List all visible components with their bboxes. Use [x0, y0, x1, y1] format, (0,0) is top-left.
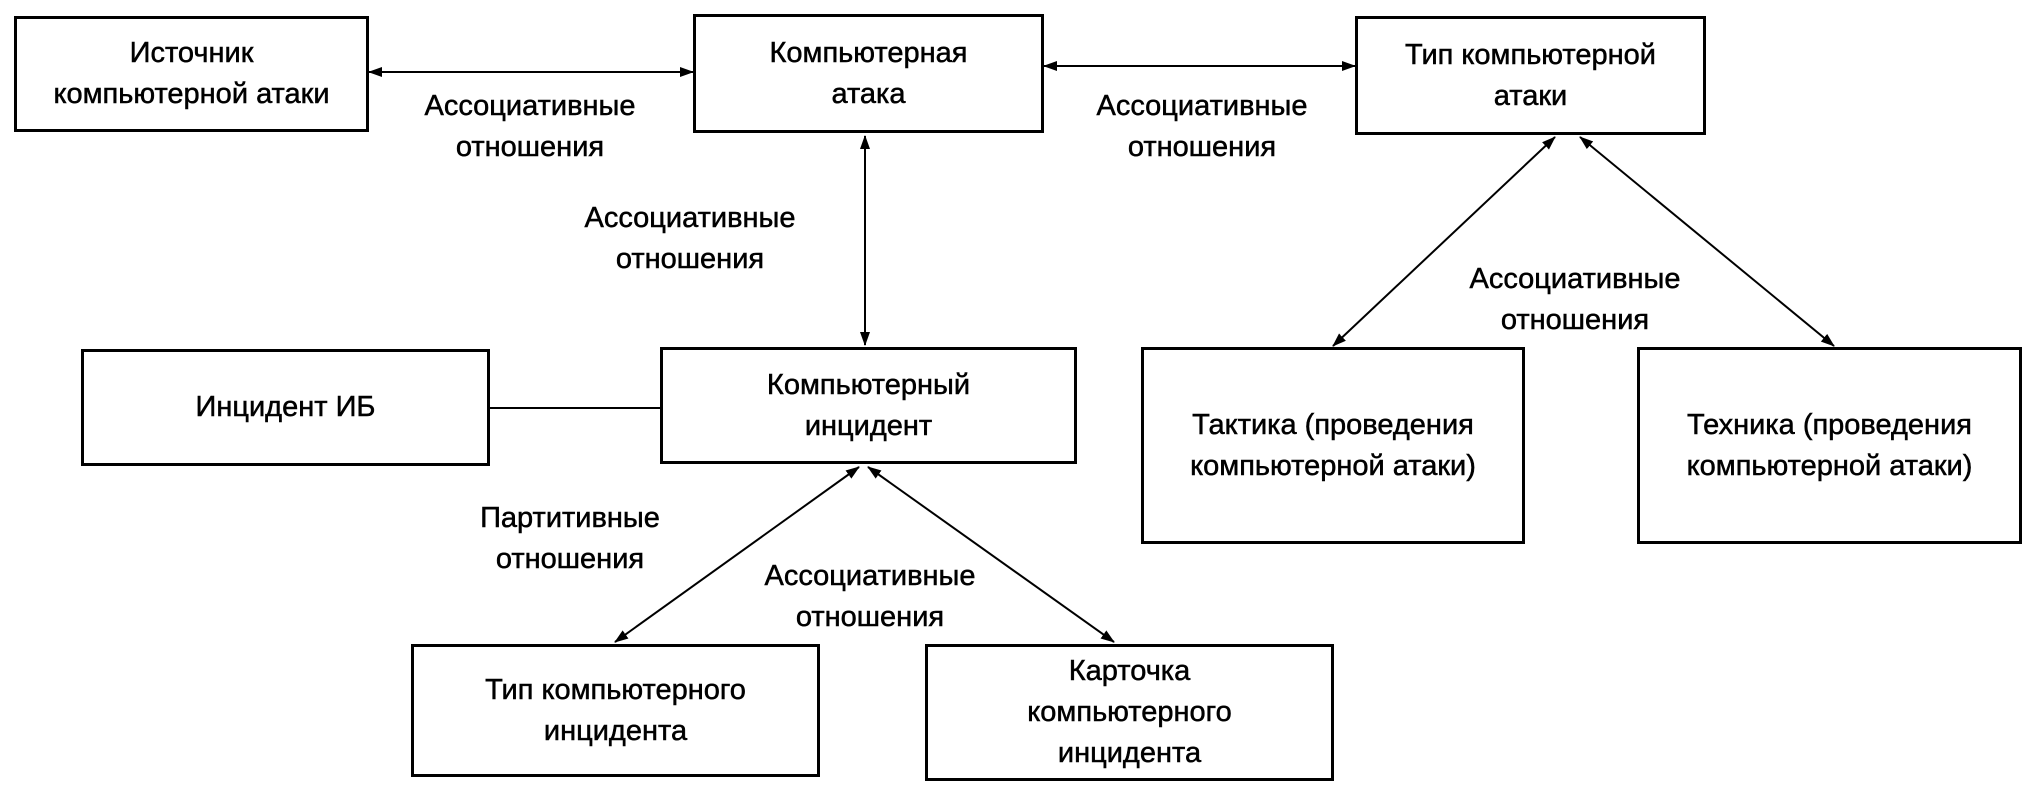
node-incident-type: Тип компьютерного инцидента — [411, 644, 820, 777]
edge-incident-type — [614, 466, 860, 643]
node-technique: Техника (проведения компьютерной атаки) — [1637, 347, 2022, 544]
edge-label-attack-incident: Ассоциативные отношения — [584, 202, 796, 276]
node-technique-label: Техника (проведения компьютерной атаки) — [1686, 408, 1973, 482]
edge-label-attack-type: Ассоциативные отношения — [1096, 90, 1308, 164]
node-attack-type: Тип компьютерной атаки — [1355, 16, 1706, 135]
node-tactic: Тактика (проведения компьютерной атаки) — [1141, 347, 1525, 544]
node-attack-type-label: Тип компьютерной атаки — [1405, 38, 1656, 112]
node-incident-card-label: Карточка компьютерного инцидента — [1027, 655, 1232, 770]
edge-label-incident-type: Партитивные отношения — [480, 502, 660, 576]
edge-label-type-tactic-technique: Ассоциативные отношения — [1469, 263, 1681, 337]
node-attack-source: Источник компьютерной атаки — [14, 16, 369, 132]
edge-label-incident-card: Ассоциативные отношения — [764, 560, 976, 634]
node-infosec-incident-label: Инцидент ИБ — [195, 391, 376, 424]
edge-type-technique — [1579, 136, 1835, 347]
node-infosec-incident: Инцидент ИБ — [81, 349, 490, 466]
node-computer-incident-label: Компьютерный инцидент — [766, 368, 971, 442]
edge-incident-card — [867, 466, 1115, 643]
node-computer-incident: Компьютерный инцидент — [660, 347, 1077, 464]
node-incident-type-label: Тип компьютерного инцидента — [485, 673, 746, 747]
edge-label-source-attack: Ассоциативные отношения — [424, 90, 636, 164]
node-attack-source-label: Источник компьютерной атаки — [53, 37, 330, 111]
node-computer-attack-label: Компьютерная атака — [769, 36, 968, 110]
edge-type-tactic — [1332, 136, 1556, 347]
node-incident-card: Карточка компьютерного инцидента — [925, 644, 1334, 781]
node-computer-attack: Компьютерная атака — [693, 14, 1044, 133]
node-tactic-label: Тактика (проведения компьютерной атаки) — [1190, 408, 1476, 482]
